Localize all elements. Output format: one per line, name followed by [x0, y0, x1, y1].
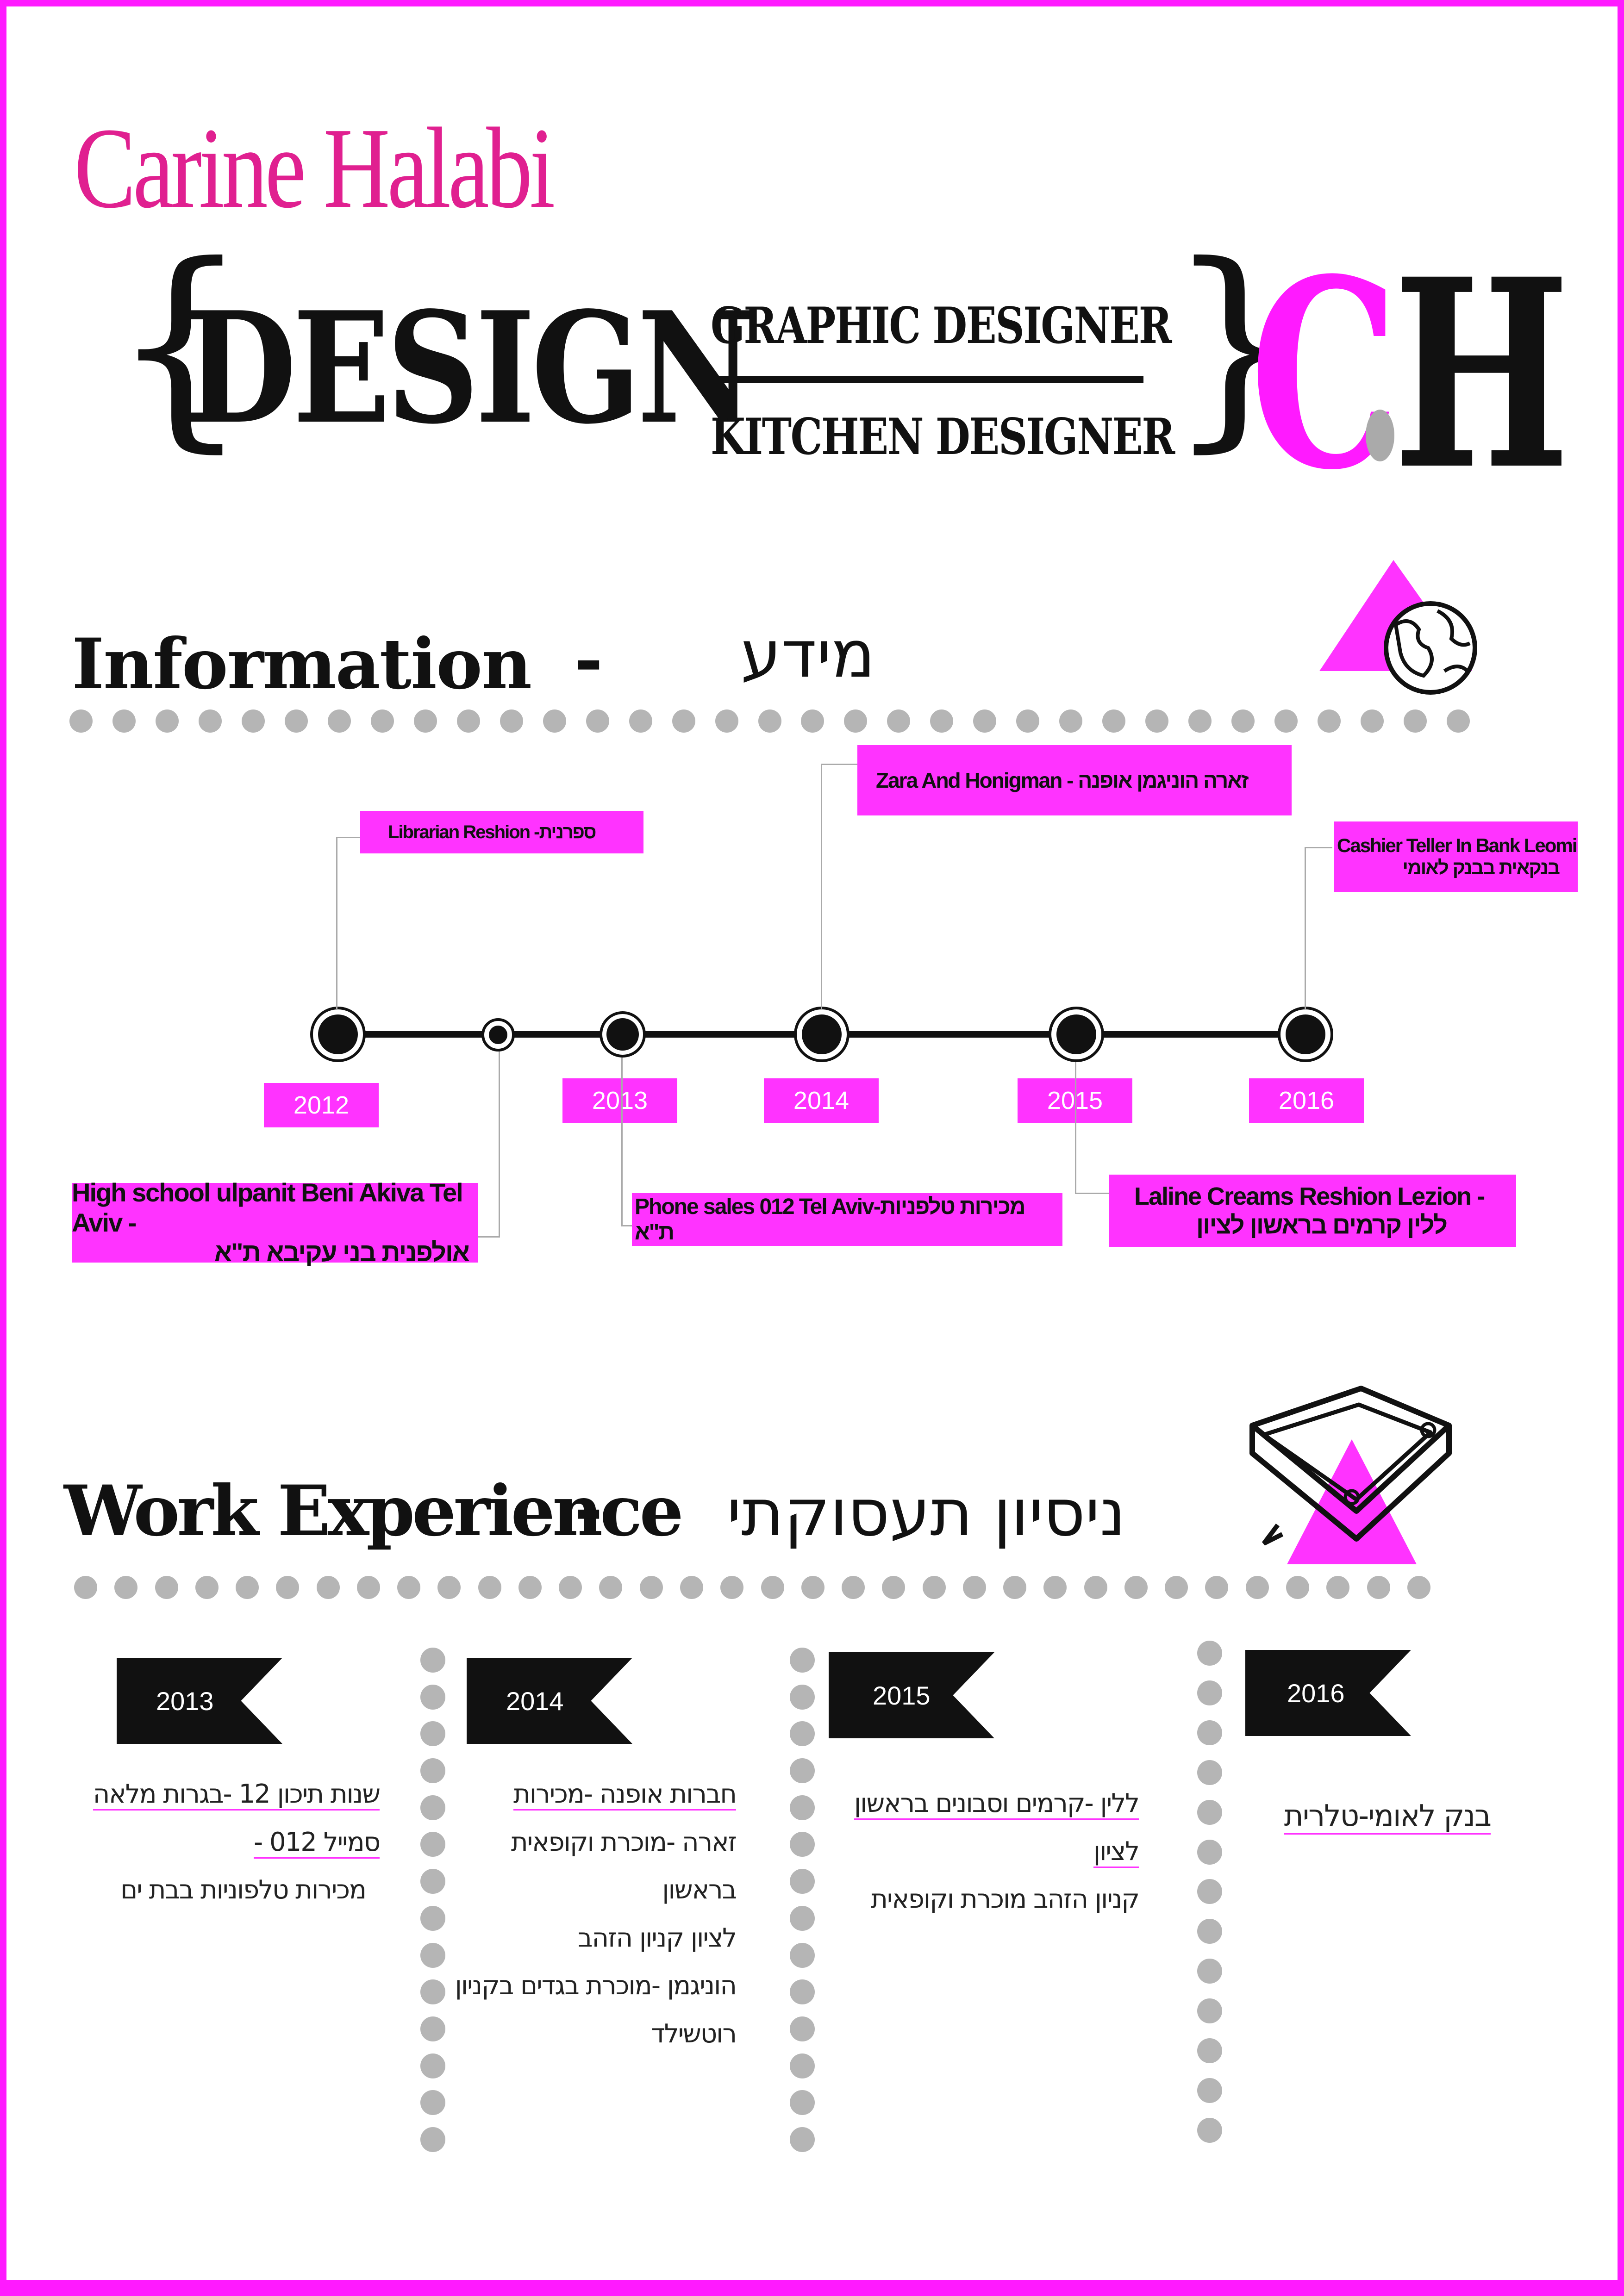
- role-kitchen-designer: KITCHEN DESIGNER: [711, 408, 1175, 466]
- role-graphic-designer: GRAPHIC DESIGNER: [711, 297, 1172, 355]
- timeline-node-2015: [1049, 1007, 1104, 1062]
- label-phone-sales: Phone sales 012 Tel Aviv-מכירות טלפניות …: [632, 1193, 1062, 1246]
- connector-laline: [1075, 1062, 1112, 1194]
- work-text-2013: שנות תיכון 12 -בגרות מלאה סמייל 012 - מכ…: [93, 1779, 381, 1905]
- year-label-2016: 2016: [1249, 1078, 1364, 1123]
- work-separator: -: [574, 1468, 603, 1549]
- connector-librarian: [336, 837, 364, 1009]
- work-dots-divider: [74, 1576, 1430, 1599]
- timeline-node-2014: [794, 1007, 849, 1062]
- work-column-separator-2: [790, 1648, 815, 2152]
- label-highschool: High school ulpanit Beni Akiva Tel Aviv …: [72, 1178, 478, 1267]
- connector-highschool: [477, 1052, 500, 1238]
- globe-icon: [1319, 560, 1477, 695]
- connector-cashier: [1305, 847, 1332, 1009]
- monogram-c: C: [1250, 223, 1399, 527]
- year-label-2014: 2014: [764, 1078, 879, 1123]
- information-separator: -: [574, 619, 603, 700]
- information-dots-divider: [69, 709, 1470, 733]
- name-heading: Carine Halabi: [74, 104, 555, 232]
- label-zara: Zara And Honigman - זארה הוניגמן אופנה: [857, 745, 1292, 815]
- work-title: Work Experience: [64, 1470, 684, 1552]
- information-title-hebrew: מידע: [741, 617, 875, 692]
- year-label-2013: 2013: [562, 1078, 677, 1123]
- monogram-dot: [1366, 410, 1394, 461]
- monogram-h: H: [1393, 223, 1570, 527]
- label-librarian: Librarian Reshion -ספרנית: [360, 811, 643, 853]
- connector-phone: [621, 1058, 635, 1226]
- role-divider: [697, 376, 1143, 383]
- connector-zara: [821, 764, 858, 1009]
- work-text-2016: בנק לאומי-טלרית: [1231, 1789, 1492, 1843]
- open-brace: {: [111, 218, 250, 471]
- work-text-2015: ללין -קרמים וסבונים בראשון לציון קניון ה…: [854, 1788, 1140, 1915]
- book-icon: [1249, 1386, 1452, 1564]
- timeline-node-2016: [1278, 1007, 1333, 1062]
- timeline-node-2012b: [481, 1018, 515, 1052]
- design-word: DESIGN: [185, 278, 755, 458]
- label-cashier: Cashier Teller In Bank Leomi בנקאית בבנק…: [1334, 821, 1578, 892]
- information-title: Information: [72, 623, 532, 705]
- timeline-node-2013: [600, 1011, 646, 1058]
- close-brace: }: [1167, 218, 1305, 471]
- work-year-flag-2014: 2014: [467, 1658, 632, 1744]
- work-text-2014: חברות אופנה -מכירות זארה -מוכרת וקופאית …: [455, 1779, 737, 2049]
- year-label-2012: 2012: [264, 1083, 379, 1127]
- work-column-separator-3: [1197, 1641, 1222, 2143]
- label-laline: Laline Creams Reshion Lezion - ללין קרמי…: [1109, 1175, 1516, 1247]
- work-title-hebrew: ניסיון תעסוקתי: [727, 1475, 1126, 1551]
- work-column-separator-1: [420, 1648, 445, 2152]
- timeline-node-2012: [310, 1007, 366, 1062]
